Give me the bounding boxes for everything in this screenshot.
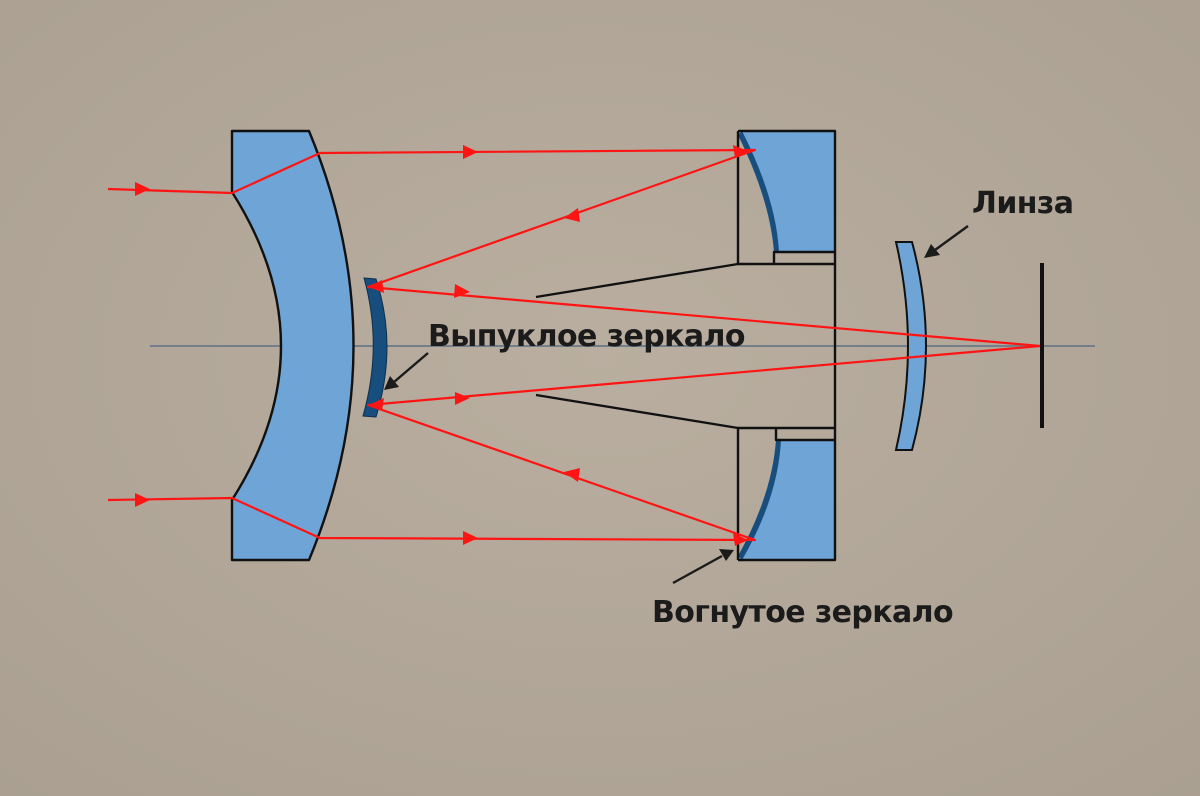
arrow-icon [455, 392, 470, 405]
arrow-icon [564, 468, 580, 482]
arrow-icon [733, 533, 748, 546]
arrow-icon [135, 182, 150, 196]
arrowhead-icon [924, 244, 940, 258]
arrow-icon [463, 145, 478, 159]
ray-lower [107, 344, 1041, 542]
concave-mirror-upper-glass [738, 131, 835, 252]
convex-mirror [362, 277, 388, 418]
concave-mirror-upper-coating [738, 131, 779, 252]
arrow-icon [733, 145, 748, 158]
convex-mirror-label: Выпуклое зеркало [428, 319, 745, 354]
concave-mirror-pointer [672, 554, 723, 585]
arrow-icon [135, 493, 150, 507]
convex-mirror-pointer [393, 352, 429, 383]
concave-mirror-lower-coating [738, 440, 781, 560]
concave-mirror-label: Вогнутое зеркало [652, 595, 953, 630]
arrow-icon [564, 208, 580, 222]
lens-pointer [934, 225, 969, 251]
field-lens [894, 241, 927, 451]
concave-mirror-lower-glass [738, 440, 835, 560]
arrowhead-icon [384, 376, 399, 390]
light-rays [107, 148, 1041, 542]
ray-arrows [135, 145, 748, 546]
meniscus-corrector [230, 129, 355, 562]
arrow-icon [369, 280, 384, 293]
lens-label: Линза [972, 186, 1073, 221]
arrowhead-icon [719, 549, 734, 561]
baffle-tube-lower [535, 393, 739, 430]
arrow-icon [454, 284, 470, 298]
arrow-icon [463, 531, 478, 545]
baffle-tube-upper [535, 262, 739, 299]
ray-upper [107, 148, 1041, 348]
label-pointers [384, 225, 969, 585]
arrow-icon [369, 398, 384, 411]
